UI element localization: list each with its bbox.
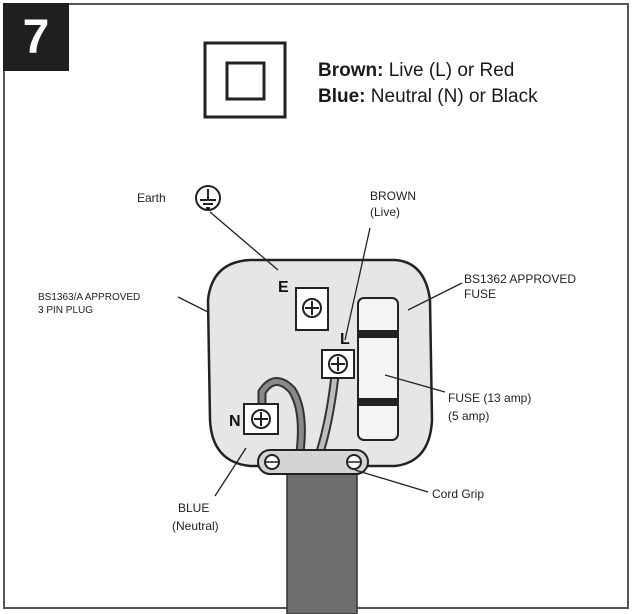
label-plug-line2: 3 PIN PLUG	[38, 305, 93, 316]
blue-wire	[257, 377, 306, 453]
earth-terminal	[295, 287, 329, 331]
label-blue-line2: (Neutral)	[172, 519, 219, 533]
label-brown-line1: BROWN	[370, 189, 416, 203]
live-terminal	[321, 349, 355, 379]
label-plug-line1: BS1363/A APPROVED	[38, 292, 140, 303]
label-blue-line1: BLUE	[178, 501, 209, 515]
label-fuse-rating-line1: FUSE (13 amp)	[448, 391, 531, 405]
label-fuse-approved-line1: BS1362 APPROVED	[464, 272, 576, 286]
cord-grip	[257, 449, 369, 475]
pin-letter-e: E	[278, 279, 289, 296]
double-insulation-icon	[203, 41, 287, 119]
legend-brown: Brown: Live (L) or Red	[318, 60, 515, 81]
brown-wire	[315, 374, 340, 454]
pin-letter-n: N	[229, 413, 241, 430]
label-cord-grip: Cord Grip	[432, 487, 484, 501]
fuse-holder	[357, 297, 399, 441]
wire-color-legend: Brown: Live (L) or Red Blue: Neutral (N)…	[318, 58, 538, 110]
cable-sheath	[286, 461, 358, 614]
leader-lines	[177, 211, 463, 497]
legend-blue: Blue: Neutral (N) or Black	[318, 86, 538, 107]
label-earth: Earth	[137, 191, 166, 205]
label-fuse-rating-line2: (5 amp)	[448, 409, 489, 423]
step-number-badge: 7	[3, 3, 69, 71]
label-brown-line2: (Live)	[370, 205, 400, 219]
neutral-terminal	[243, 403, 279, 435]
earth-symbol-icon	[195, 185, 221, 211]
label-fuse-approved-line2: FUSE	[464, 287, 496, 301]
